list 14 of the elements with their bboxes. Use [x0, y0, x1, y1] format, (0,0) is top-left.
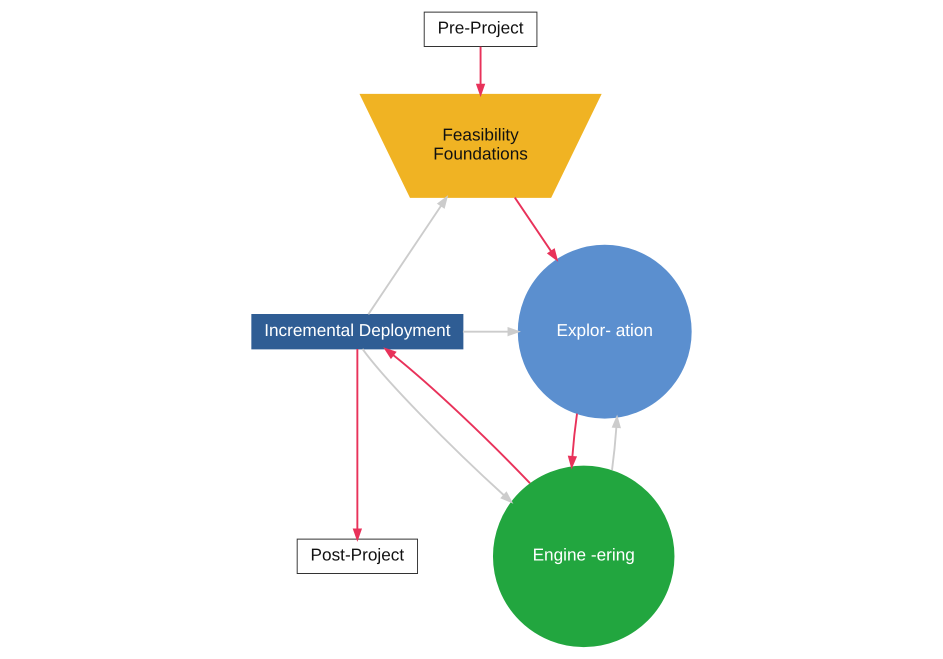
arrow [368, 195, 448, 315]
node-box: Pre-Project [424, 12, 538, 48]
arrow [462, 326, 521, 336]
arrow [362, 348, 514, 504]
node-box: Post-Project [296, 538, 418, 574]
node-box: Incremental Deployment [251, 314, 464, 350]
arrow [514, 197, 558, 262]
arrow [568, 414, 578, 470]
arrow [352, 348, 362, 542]
node-circle: Explor- ation [518, 244, 692, 419]
arrow [611, 414, 621, 470]
arrow [476, 46, 486, 98]
arrow [383, 347, 531, 484]
node-circle: Engine -ering [492, 466, 674, 648]
